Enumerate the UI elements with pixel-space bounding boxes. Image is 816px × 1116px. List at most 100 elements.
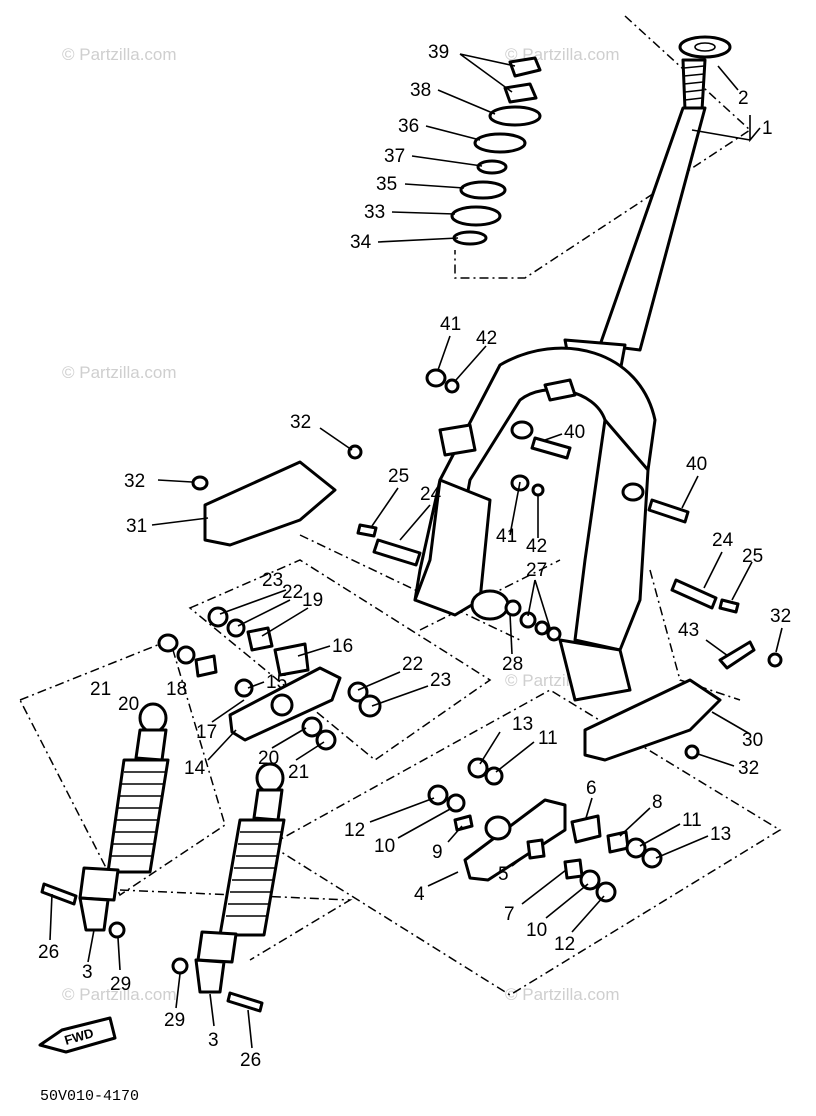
callout-20-left: 20 <box>118 694 139 715</box>
race-33 <box>450 205 502 227</box>
nut-29-right <box>171 957 189 975</box>
washer-27 <box>534 620 550 636</box>
nut-41-upper <box>425 368 447 388</box>
leader-34 <box>377 237 459 243</box>
callout-21-upper: 22 <box>282 582 303 603</box>
fork-bolt-hole <box>621 482 645 502</box>
leader-6 <box>585 797 593 819</box>
collar-28 <box>504 599 522 617</box>
callout-37: 37 <box>384 146 405 167</box>
ring-10-lower <box>579 869 601 891</box>
bolt-24-left <box>372 538 422 567</box>
fork-right-foot <box>558 638 632 702</box>
leader-15 <box>247 681 265 689</box>
seal-13-upper <box>467 757 489 779</box>
leader-32-right <box>775 627 783 653</box>
fwd-arrow: FWD <box>38 1016 117 1054</box>
leader-28 <box>509 613 513 655</box>
leader-17 <box>211 699 245 723</box>
seal-22-left <box>157 633 179 653</box>
bushing-8 <box>563 858 584 880</box>
leader-41 <box>437 335 451 371</box>
bushing-18 <box>194 654 218 678</box>
leader-10-upper <box>397 807 453 839</box>
callout-22-left: 21 <box>90 679 111 700</box>
callout-23-upper: 23 <box>262 570 283 591</box>
leader-30 <box>711 711 751 735</box>
shock-right-spring <box>218 818 286 937</box>
shock-left-lower-body <box>78 866 120 902</box>
callout-20-right: 20 <box>258 748 279 769</box>
callout-35: 35 <box>376 174 397 195</box>
seal-12-lower <box>595 881 617 903</box>
callout-40-right: 40 <box>686 454 707 475</box>
callout-32-left: 32 <box>124 471 145 492</box>
callout-32-top: 32 <box>290 412 311 433</box>
leader-40-upper <box>544 433 563 441</box>
washer-42-upper <box>444 378 460 394</box>
ring-20-right <box>301 716 323 738</box>
steering-stem <box>563 35 732 374</box>
callout-36: 36 <box>398 116 419 137</box>
leader-35 <box>404 183 465 189</box>
callout-42-lower: 42 <box>526 536 547 557</box>
callout-31: 31 <box>126 516 147 537</box>
screw-32-right <box>767 652 783 668</box>
fork-bracket <box>438 423 477 457</box>
callout-42-upper: 42 <box>476 328 497 349</box>
callout-4: 4 <box>414 884 425 905</box>
stem-shaft <box>598 106 707 352</box>
bolt-head-15 <box>234 678 254 698</box>
covers <box>203 460 756 762</box>
screw-32-lower <box>684 744 700 760</box>
fwd-arrow-shape <box>38 1016 117 1054</box>
callout-34: 34 <box>350 232 372 253</box>
hardware <box>191 368 783 760</box>
ball-set-34 <box>452 230 488 246</box>
seal-23 <box>207 606 229 628</box>
screw-32-left <box>191 475 209 491</box>
bushing-9 <box>606 830 630 854</box>
leader-7 <box>447 825 463 843</box>
leader-lines <box>49 53 783 1049</box>
callout-25-left: 25 <box>388 466 409 487</box>
outline-link-c <box>299 534 521 641</box>
leader-26-left <box>49 893 53 941</box>
outline-lower-link <box>268 689 782 996</box>
callout-29-left: 29 <box>110 974 131 995</box>
callout-13-upper: 13 <box>512 714 533 735</box>
washer-38 <box>488 105 542 127</box>
leader-21-upper <box>237 599 291 627</box>
shock-left-top-body <box>134 728 168 762</box>
shock-right-clevis <box>194 958 226 994</box>
callout-24-left: 24 <box>420 484 442 505</box>
callout-32-right: 32 <box>770 606 791 627</box>
leader-31 <box>151 517 209 526</box>
cover-31 <box>203 460 337 547</box>
leader-36 <box>425 125 481 141</box>
leader-32-lower <box>697 753 735 767</box>
pin-7 <box>453 814 474 832</box>
leader-32-top <box>319 427 353 451</box>
fork-left-pivot <box>470 589 510 621</box>
stem-cap-washer <box>678 35 732 59</box>
callout-33: 33 <box>364 202 385 223</box>
watermark: © Partzilla.com <box>62 45 177 64</box>
ring-11-lower <box>625 837 647 859</box>
leader-21-right <box>357 671 401 691</box>
ring-11-upper <box>484 766 504 786</box>
leader-38 <box>437 89 496 115</box>
seal-22-right <box>315 729 337 751</box>
leader-24-left <box>399 504 431 541</box>
leader-13-upper <box>479 731 501 765</box>
leader-16 <box>297 645 331 657</box>
fork-left-leg <box>413 478 492 617</box>
callout-19: 19 <box>302 590 323 611</box>
leader-32-left <box>157 479 193 483</box>
leader-24-right <box>703 551 723 589</box>
leader-42 <box>455 345 487 381</box>
stem-cap-hole <box>694 42 716 52</box>
leader-19 <box>261 607 309 637</box>
shock-right-top-body <box>252 788 284 822</box>
callout-3-right: 3 <box>208 1030 219 1051</box>
